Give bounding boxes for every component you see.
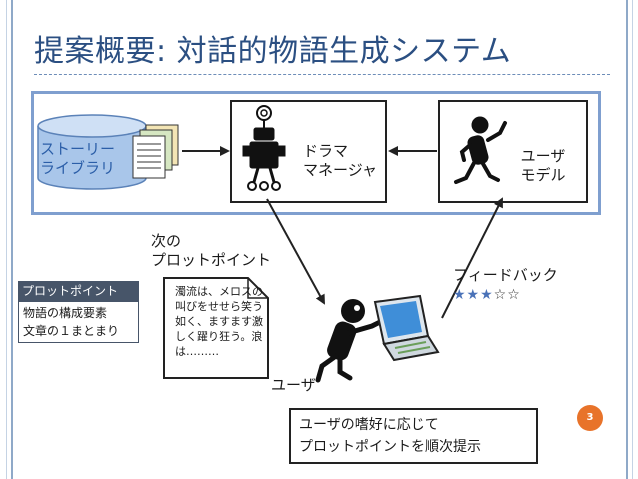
star-empty-icon: ☆☆ bbox=[493, 287, 521, 303]
legend-body: 物語の構成要素 文章の１まとまり bbox=[18, 301, 139, 343]
legend-line: 文章の１まとまり bbox=[23, 324, 120, 338]
user-at-laptop-icon bbox=[315, 294, 440, 383]
running-figure-icon bbox=[454, 116, 507, 184]
story-library-label: ストーリー ライブラリ bbox=[40, 140, 116, 177]
legend-line: 物語の構成要素 bbox=[23, 306, 108, 320]
user-model-label: ユーザ モデル bbox=[520, 147, 566, 184]
documents-icon bbox=[132, 124, 179, 179]
legend-title: プロットポイント bbox=[18, 281, 139, 301]
feedback-label: フィードバック bbox=[453, 266, 558, 284]
arrow-manager-to-user bbox=[266, 198, 325, 305]
frame-line bbox=[632, 0, 633, 479]
robot-icon bbox=[242, 105, 286, 191]
frame-line bbox=[626, 0, 628, 479]
user-label: ユーザ bbox=[271, 376, 316, 394]
arrow-user-to-model bbox=[441, 197, 503, 319]
slide-title: 提案概要: 対話的物語生成システム bbox=[34, 34, 512, 69]
title-divider bbox=[34, 74, 610, 75]
next-plot-point-label: 次の プロットポイント bbox=[151, 232, 272, 269]
plot-point-text: 濁流は、メロスの叫びをせせら笑う如く、ますます激しく躍り狂う。浪は……… bbox=[175, 285, 263, 358]
page-number-badge: 3 bbox=[577, 405, 603, 431]
plot-point-note bbox=[163, 277, 269, 379]
callout-line: ユーザの嗜好に応じて bbox=[299, 417, 439, 433]
drama-manager-label: ドラマ マネージャ bbox=[303, 142, 377, 179]
summary-callout: ユーザの嗜好に応じて プロットポイントを順次提示 bbox=[289, 408, 538, 464]
frame-line bbox=[6, 0, 7, 479]
star-rating: ★★★☆☆ bbox=[453, 287, 521, 303]
frame-line bbox=[11, 0, 13, 479]
callout-line: プロットポイントを順次提示 bbox=[299, 439, 481, 455]
star-filled-icon: ★★★ bbox=[453, 287, 494, 303]
